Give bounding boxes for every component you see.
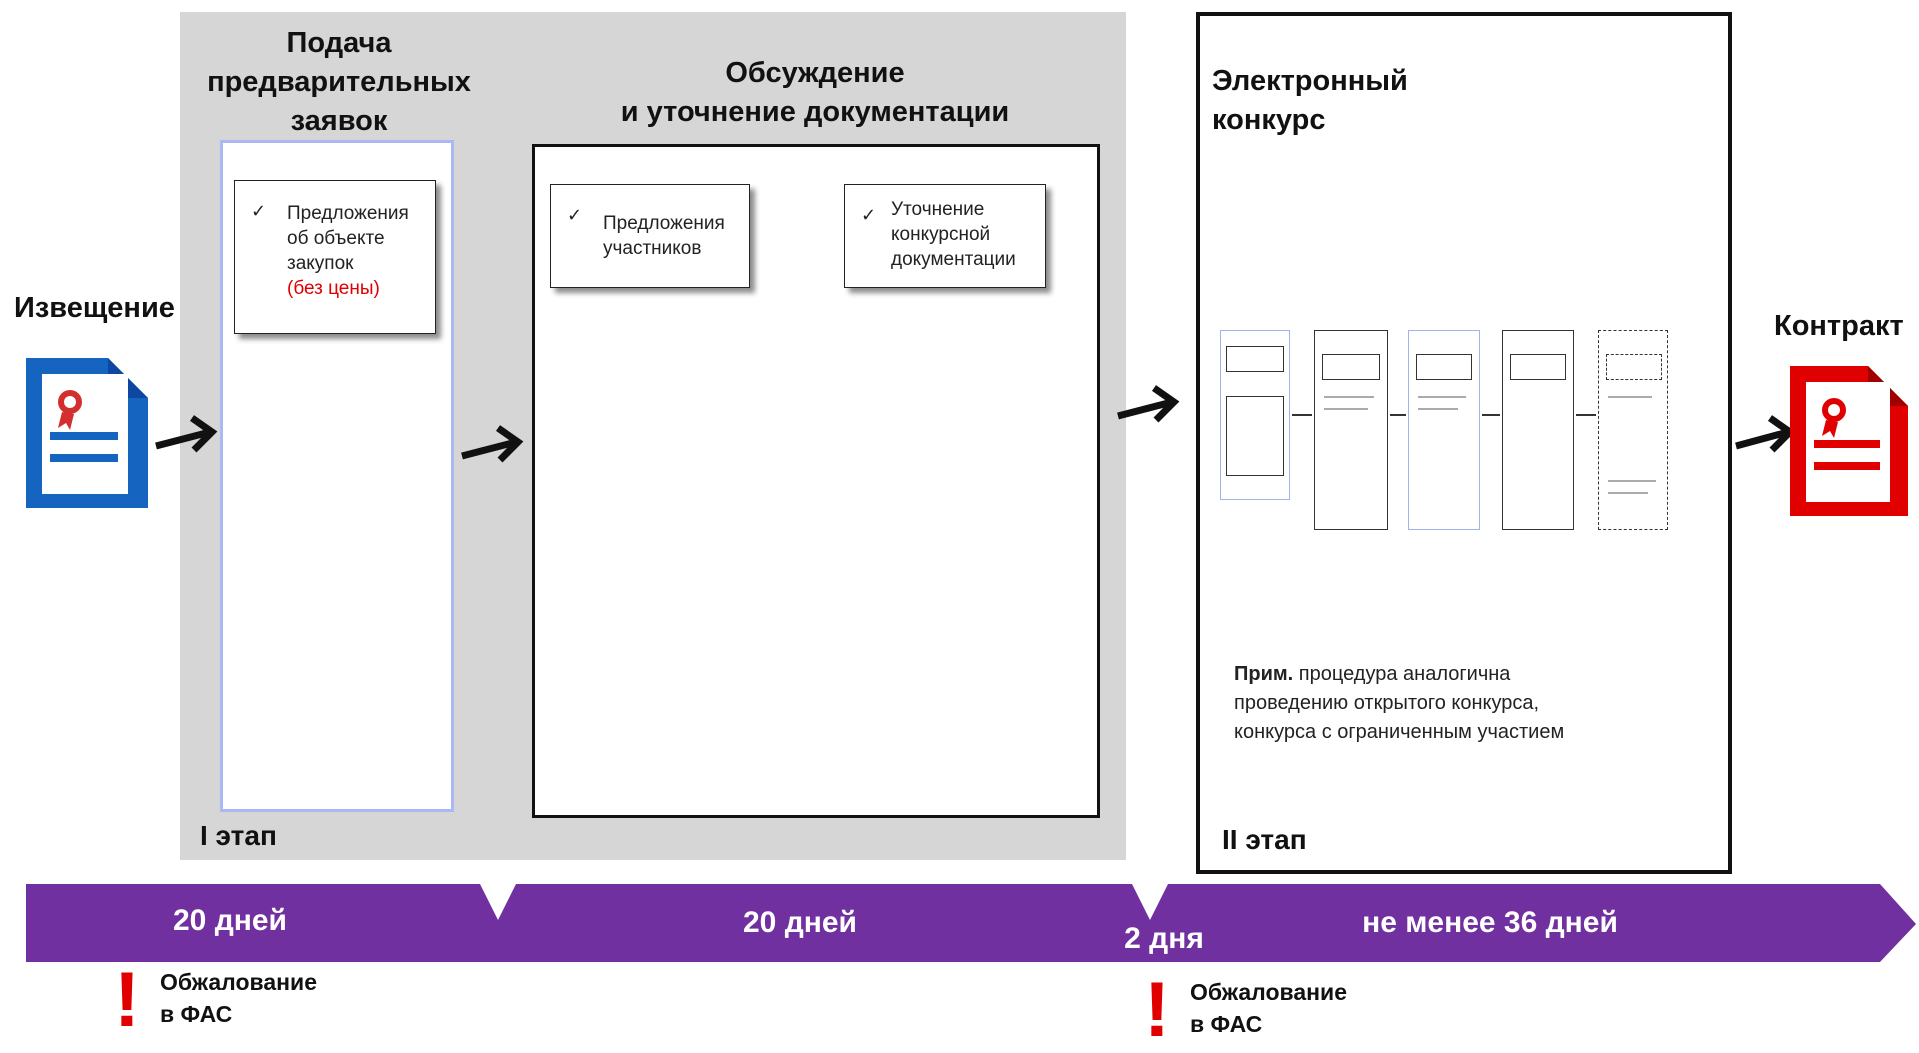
notice-label: Извещение: [14, 292, 175, 324]
notice-document-icon: [26, 358, 152, 517]
arrow-icon: [1735, 415, 1796, 453]
step1-card: ✓ Предложения об объекте закупок (без це…: [234, 180, 436, 334]
stage1-label: I этап: [200, 820, 277, 851]
timeline-bar: [26, 884, 1916, 962]
arrow-icon: [1117, 385, 1180, 423]
timeline-segment-3: 2 дня: [1124, 922, 1204, 955]
step2-title: Обсуждение и уточнение документации: [620, 57, 1010, 128]
stage2-title: Электронный конкурс: [1212, 65, 1408, 136]
warning-icon: !: [1144, 965, 1170, 1053]
stage2-note: Прим. процедура аналогична проведению от…: [1234, 663, 1565, 743]
contract-document-icon: [1790, 366, 1910, 525]
step2-card-documentation: ✓ Уточнение конкурсной документации: [844, 184, 1046, 288]
procedure-thumbnail: [1214, 296, 1694, 536]
timeline-segment-2: 20 дней: [743, 906, 857, 939]
appeal-note-1: Обжалование в ФАС: [160, 969, 317, 1027]
timeline-segment-1: 20 дней: [173, 904, 287, 937]
contract-label: Контракт: [1774, 310, 1904, 342]
step1-title: Подача предварительных заявок: [207, 27, 471, 137]
check-icon: ✓: [861, 205, 877, 225]
stage2-label: II этап: [1222, 824, 1307, 855]
check-icon: ✓: [567, 205, 583, 225]
warning-icon: !: [114, 955, 140, 1043]
arrow-icon: [155, 415, 218, 453]
appeal-note-2: Обжалование в ФАС: [1190, 979, 1347, 1037]
step2-card-participants: ✓ Предложения участников: [550, 184, 750, 288]
arrow-icon: [461, 425, 524, 463]
check-icon: ✓: [251, 201, 267, 221]
timeline-segment-4: не менее 36 дней: [1362, 906, 1618, 939]
